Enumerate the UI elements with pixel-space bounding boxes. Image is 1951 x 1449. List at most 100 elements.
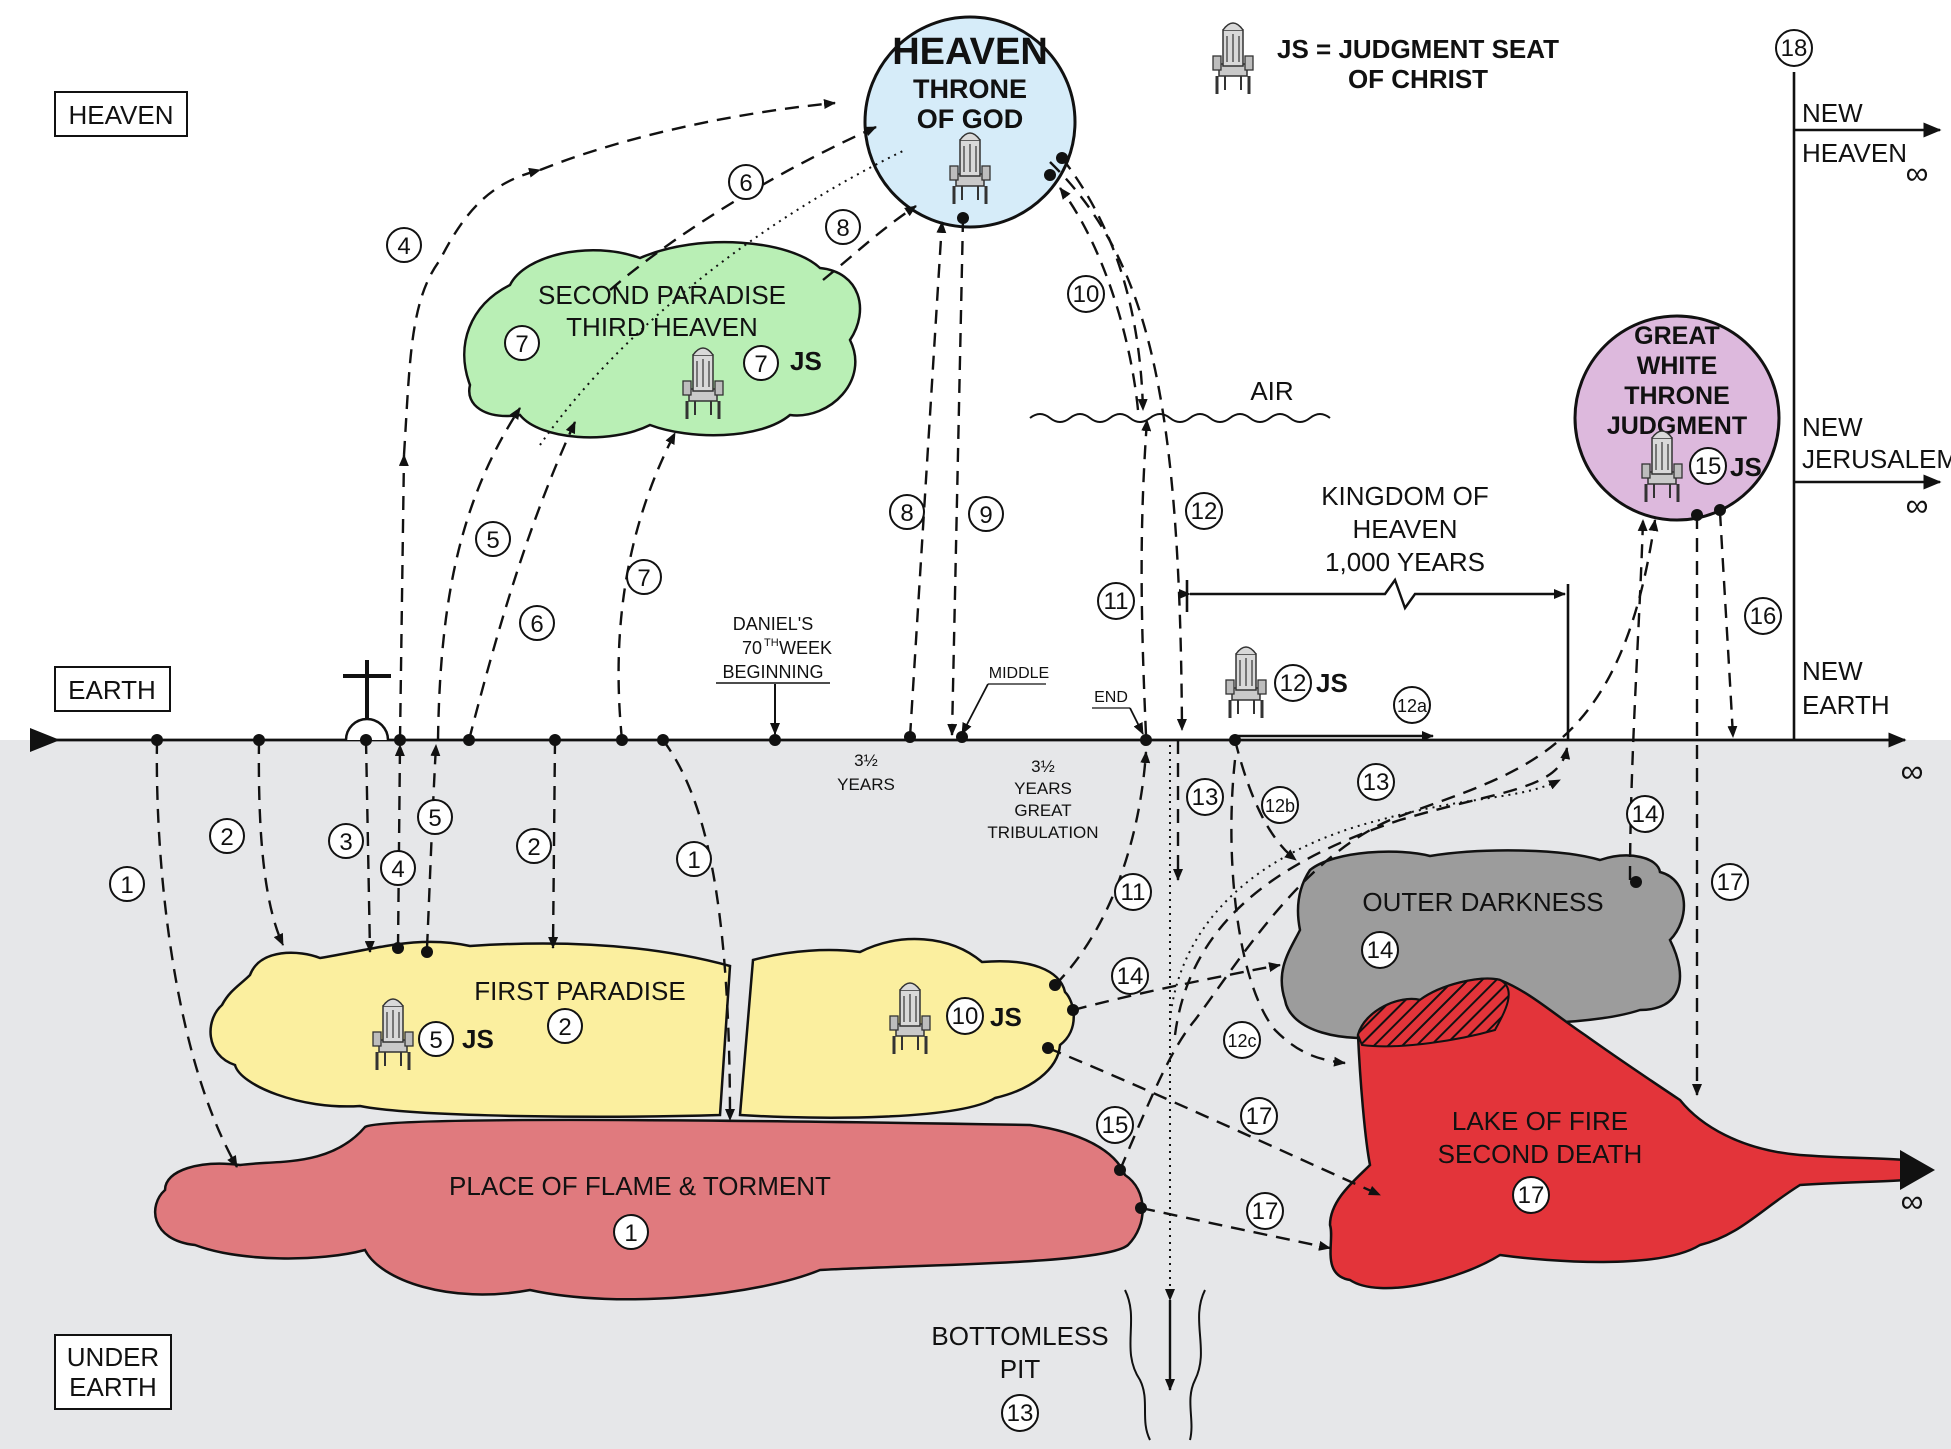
- marker-2-left: 2: [209, 818, 245, 854]
- svg-text:GREAT: GREAT: [1014, 801, 1071, 820]
- marker-15: 15: [1096, 1106, 1134, 1144]
- svg-text:BOTTOMLESS: BOTTOMLESS: [931, 1321, 1108, 1351]
- svg-text:10: 10: [952, 1003, 979, 1030]
- svg-text:2: 2: [527, 834, 540, 861]
- svg-text:1: 1: [687, 847, 700, 874]
- svg-text:13: 13: [1007, 1400, 1034, 1427]
- kingdom-of-heaven: KINGDOM OF HEAVEN 1,000 YEARS: [1179, 481, 1570, 740]
- marker-10-paradise: 10: [946, 997, 984, 1035]
- svg-text:70: 70: [742, 638, 762, 658]
- svg-text:JS: JS: [1730, 452, 1762, 482]
- flow-arrows: [155, 99, 1738, 1290]
- second-paradise-cloud: SECOND PARADISE THIRD HEAVEN JS: [463, 240, 862, 439]
- svg-text:13: 13: [1192, 784, 1219, 811]
- marker-5-lower: 5: [417, 799, 453, 835]
- lake-of-fire-infinity: ∞: [1901, 1183, 1924, 1219]
- svg-text:DANIEL'S: DANIEL'S: [733, 614, 813, 634]
- marker-12c: 12c: [1223, 1021, 1261, 1059]
- svg-text:THIRD HEAVEN: THIRD HEAVEN: [566, 312, 758, 342]
- svg-text:KINGDOM OF: KINGDOM OF: [1321, 481, 1489, 511]
- air-label: AIR: [1250, 376, 1293, 406]
- marker-12a: 12a: [1393, 686, 1431, 724]
- bottomless-pit: BOTTOMLESS PIT: [931, 1289, 1206, 1441]
- svg-text:3½: 3½: [854, 751, 878, 770]
- svg-text:JS: JS: [790, 346, 822, 376]
- marker-4-upper: 4: [386, 227, 422, 263]
- marker-6-upper: 6: [728, 164, 764, 200]
- svg-text:EARTH: EARTH: [68, 675, 156, 705]
- marker-11-upper: 11: [1097, 582, 1135, 620]
- svg-text:JUDGMENT: JUDGMENT: [1607, 412, 1747, 440]
- svg-text:14: 14: [1367, 937, 1394, 964]
- marker-7-lower: 7: [626, 559, 662, 595]
- svg-text:END: END: [1094, 689, 1128, 706]
- svg-text:3: 3: [339, 829, 352, 856]
- marker-14-darkness: 14: [1361, 931, 1399, 969]
- marker-10: 10: [1067, 275, 1105, 313]
- svg-text:5: 5: [486, 527, 499, 554]
- marker-11-lower: 11: [1114, 873, 1152, 911]
- daniels-70th-week: DANIEL'S 70 TH WEEK BEGINNING MIDDLE END…: [716, 614, 1144, 842]
- svg-text:UNDER: UNDER: [67, 1342, 159, 1372]
- svg-text:SECOND PARADISE: SECOND PARADISE: [538, 280, 786, 310]
- marker-17-right: 17: [1711, 863, 1749, 901]
- marker-1-torment: 1: [613, 1214, 649, 1250]
- under-earth-region-label: UNDER EARTH: [54, 1334, 172, 1410]
- number-markers: 1 1 1 2 2 2 3 4 4 5 5 5 6 6 7 7 7 8 8 9 …: [109, 29, 1813, 1432]
- svg-text:PIT: PIT: [1000, 1354, 1041, 1384]
- svg-text:9: 9: [979, 502, 992, 529]
- svg-text:HEAVEN: HEAVEN: [1353, 514, 1458, 544]
- svg-text:YEARS: YEARS: [837, 775, 895, 794]
- svg-text:JS: JS: [462, 1024, 494, 1054]
- svg-text:5: 5: [428, 805, 441, 832]
- outer-darkness: OUTER DARKNESS: [1280, 849, 1686, 1040]
- new-earth-1: NEW: [1802, 656, 1863, 686]
- marker-9: 9: [968, 496, 1004, 532]
- svg-text:2: 2: [220, 824, 233, 851]
- marker-17-lake: 17: [1512, 1176, 1550, 1214]
- marker-12b: 12b: [1261, 786, 1299, 824]
- svg-text:15: 15: [1695, 453, 1722, 480]
- marker-13-pit: 13: [1001, 1394, 1039, 1432]
- marker-12: 12: [1185, 492, 1223, 530]
- svg-text:10: 10: [1073, 281, 1100, 308]
- svg-text:PLACE OF FLAME & TORMENT: PLACE OF FLAME & TORMENT: [449, 1171, 831, 1201]
- svg-text:8: 8: [900, 500, 913, 527]
- svg-text:4: 4: [397, 233, 410, 260]
- svg-text:GREAT: GREAT: [1634, 322, 1720, 350]
- svg-text:EARTH: EARTH: [69, 1372, 157, 1402]
- svg-text:18: 18: [1781, 35, 1808, 62]
- svg-text:8: 8: [836, 215, 849, 242]
- svg-text:13: 13: [1363, 769, 1390, 796]
- svg-text:12: 12: [1191, 498, 1218, 525]
- marker-17-low: 17: [1246, 1192, 1284, 1230]
- marker-1-right: 1: [676, 841, 712, 877]
- marker-13-left: 13: [1186, 778, 1224, 816]
- marker-8-upper: 8: [825, 209, 861, 245]
- marker-14-left: 14: [1111, 957, 1149, 995]
- svg-text:12a: 12a: [1397, 696, 1428, 716]
- svg-text:WHITE: WHITE: [1637, 352, 1718, 380]
- svg-text:WEEK: WEEK: [779, 638, 832, 658]
- svg-text:12c: 12c: [1227, 1031, 1256, 1051]
- marker-13-right: 13: [1357, 763, 1395, 801]
- svg-text:17: 17: [1246, 1103, 1273, 1130]
- svg-text:OUTER DARKNESS: OUTER DARKNESS: [1362, 887, 1603, 917]
- new-heaven-1: NEW: [1802, 98, 1863, 128]
- svg-text:YEARS: YEARS: [1014, 779, 1072, 798]
- svg-text:FIRST PARADISE: FIRST PARADISE: [474, 976, 685, 1006]
- svg-text:6: 6: [530, 611, 543, 638]
- marker-18: 18: [1775, 29, 1813, 67]
- legend-line-1: JS = JUDGMENT SEAT: [1277, 34, 1559, 64]
- svg-text:HEAVEN: HEAVEN: [892, 31, 1048, 73]
- svg-text:17: 17: [1252, 1198, 1279, 1225]
- svg-text:15: 15: [1102, 1112, 1129, 1139]
- svg-text:14: 14: [1632, 801, 1659, 828]
- marker-2-right: 2: [516, 828, 552, 864]
- svg-text:7: 7: [637, 565, 650, 592]
- marker-14-right: 14: [1626, 795, 1664, 833]
- svg-text:6: 6: [739, 170, 752, 197]
- svg-text:1: 1: [120, 872, 133, 899]
- svg-text:17: 17: [1717, 869, 1744, 896]
